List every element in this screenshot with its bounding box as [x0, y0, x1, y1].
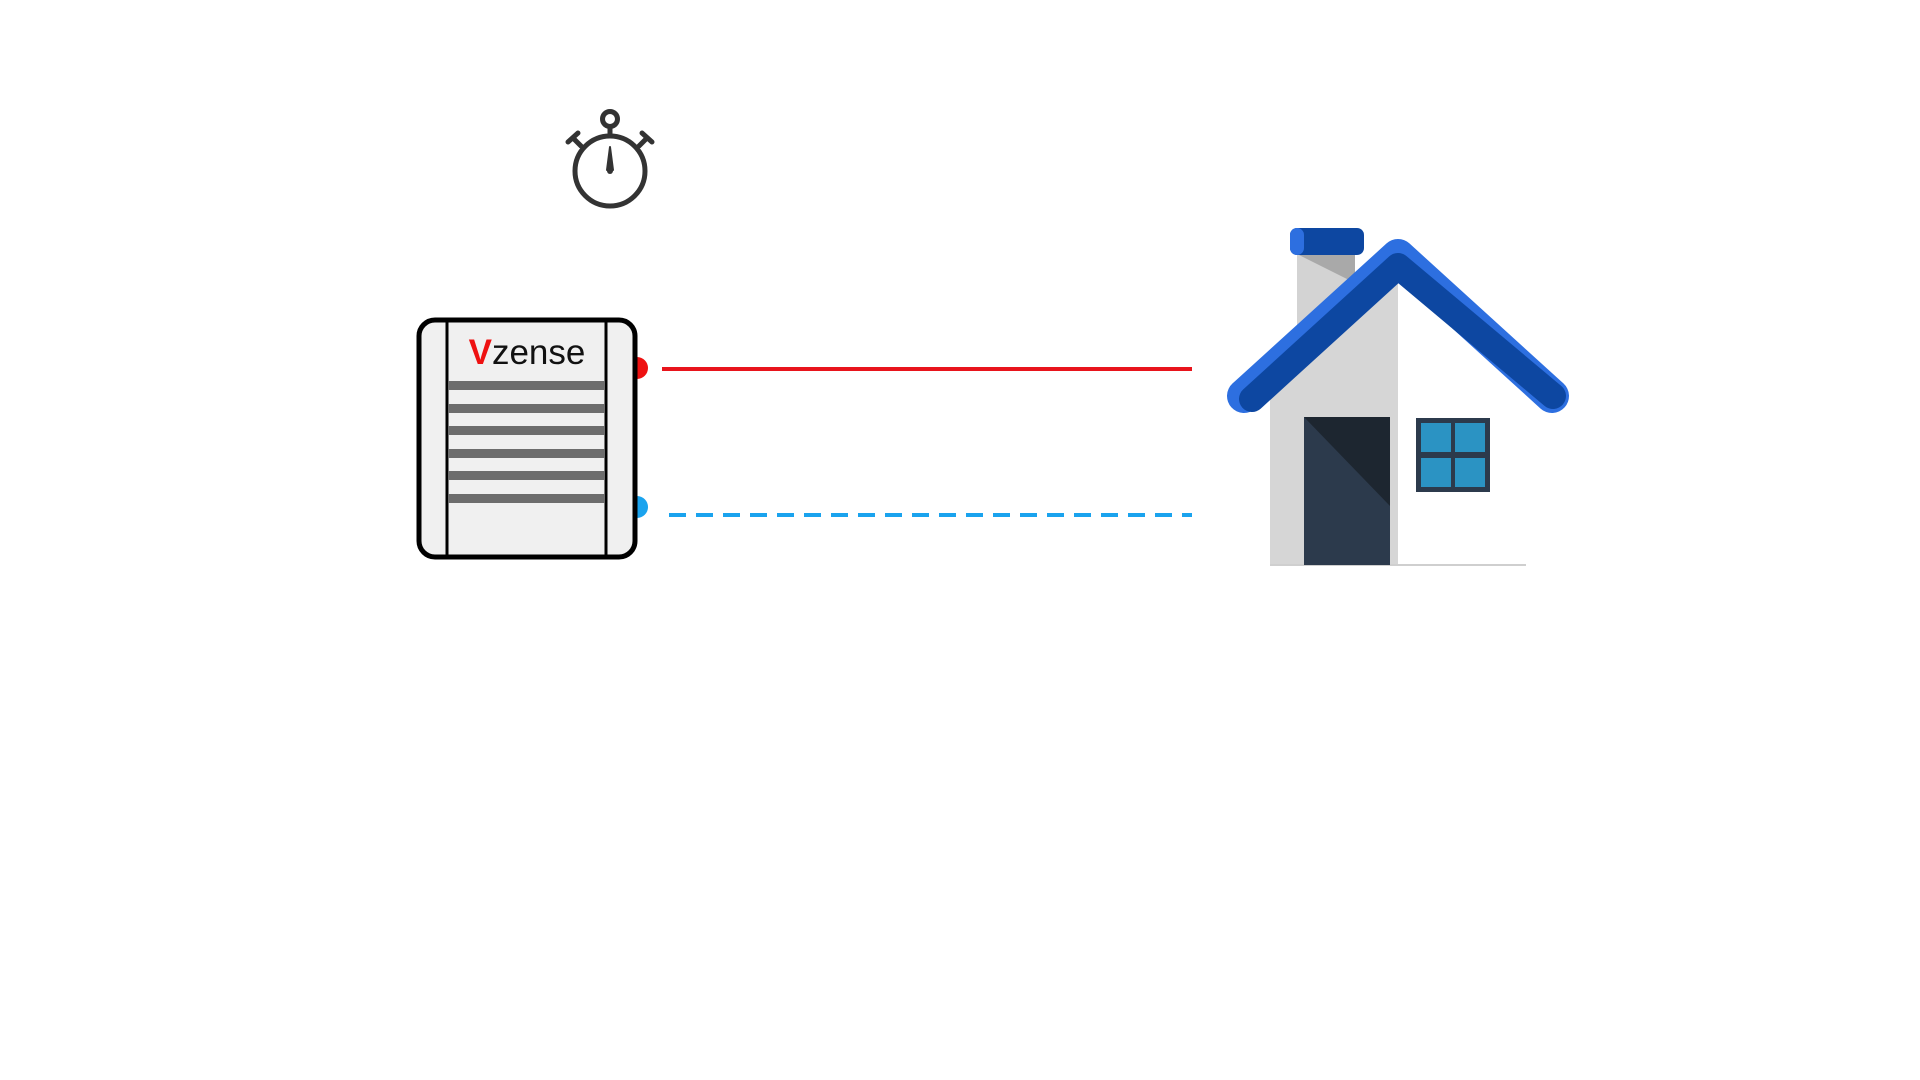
unit-grille: [448, 381, 605, 503]
brand-logo: Vzense: [469, 333, 586, 372]
brand-rest: zense: [492, 333, 585, 372]
stopwatch-icon: [565, 109, 655, 209]
house-icon: [1227, 228, 1569, 566]
window: [1416, 418, 1490, 492]
brand-initial: V: [469, 333, 493, 372]
heat-pump-unit: Vzense: [416, 317, 648, 560]
